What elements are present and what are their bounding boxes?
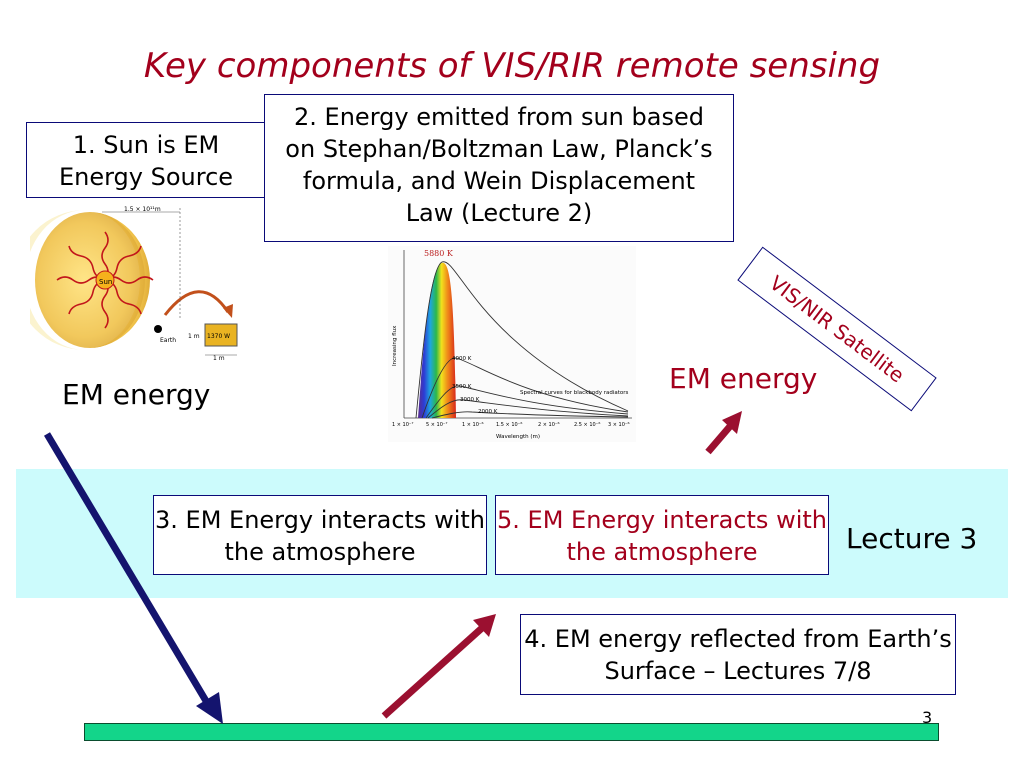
curve-label-5880: 5880 K (424, 249, 454, 258)
sun-figure-flux-text: 1370 W (207, 333, 230, 340)
sun-figure-sun-text: Sun (99, 278, 112, 286)
atmosphere-interaction-box-down: 3. EM Energy interacts with the atmosphe… (153, 495, 487, 575)
sun-figure-side-text: 1 m (188, 333, 200, 340)
energy-emitted-box: 2. Energy emitted from sun based on Step… (264, 94, 734, 242)
lecture3-label: Lecture 3 (846, 522, 978, 555)
em-energy-label-right: EM energy (669, 362, 818, 395)
sun-source-box: 1. Sun is EM Energy Source (26, 122, 266, 198)
visible-spectrum-fill (418, 262, 456, 418)
reflected-energy-box: 4. EM energy reflected from Earth’s Surf… (520, 614, 956, 695)
curve-label-2000: 2000 K (478, 409, 498, 415)
earth-surface-bar (84, 723, 939, 741)
sun-figure-bottom-text: 1 m (213, 355, 225, 362)
spectrum-x-tick: 5 × 10⁻⁷ (426, 422, 448, 428)
spectrum-ylabel: Increasing flux (392, 325, 398, 366)
incoming-arrowhead (196, 692, 223, 724)
spectrum-x-tick: 1.5 × 10⁻⁶ (496, 422, 522, 428)
blackbody-spectrum-figure: 5880 K 4000 K 3500 K 3000 K 2000 K Spect… (388, 246, 636, 442)
sun-figure-earth-text: Earth (160, 337, 176, 344)
blackbody-curves (415, 261, 629, 419)
curve-label-4000: 4000 K (452, 356, 472, 362)
earth-icon (154, 325, 162, 333)
incoming-energy-arrow (43, 432, 213, 708)
sun-figure-distance-text: 1.5 × 10¹¹m (124, 206, 161, 213)
to-satellite-arrowhead (722, 411, 742, 434)
em-energy-label-left: EM energy (62, 378, 211, 411)
spectrum-x-tick: 2 × 10⁻⁶ (538, 422, 560, 428)
to-satellite-arrow (705, 421, 735, 455)
reflected-energy-arrow (381, 625, 485, 719)
reflected-arrowhead (473, 614, 496, 637)
flux-square (204, 323, 238, 347)
slide-title: Key components of VIS/RIR remote sensing (143, 46, 881, 86)
curve-label-3500: 3500 K (452, 384, 472, 390)
spectrum-caption: Spectral curves for blackbody radiators (520, 390, 629, 396)
spectrum-x-tick: 2.5 × 10⁻⁶ (574, 422, 600, 428)
spectrum-x-tick: 1 × 10⁻⁷ (392, 422, 414, 428)
curve-label-3000: 3000 K (460, 397, 480, 403)
spectrum-xlabel: Wavelength (m) (496, 434, 540, 440)
spectrum-x-tick: 1 × 10⁻⁶ (462, 422, 484, 428)
spectrum-x-tick: 3 × 10⁻⁶ (608, 422, 630, 428)
page-number: 3 (922, 708, 933, 727)
atmosphere-interaction-box-up: 5. EM Energy interacts with the atmosphe… (495, 495, 829, 575)
sun-earth-illustration: Sun Earth 1370 W 1 m 1 m 1.5 × 10¹¹m (30, 206, 238, 362)
sun-icon (95, 270, 115, 290)
